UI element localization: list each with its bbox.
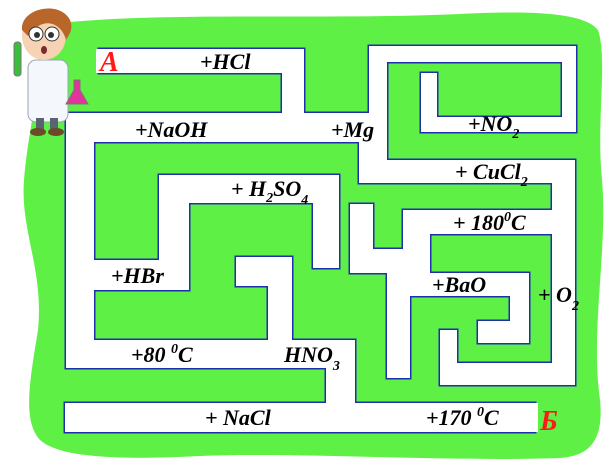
corridor bbox=[66, 113, 387, 142]
label-nacl: + NaCl bbox=[205, 405, 272, 430]
label-hno3: HNO3 bbox=[283, 342, 340, 374]
finish-opening bbox=[532, 403, 538, 432]
label-hcl: +HCl bbox=[200, 49, 251, 74]
corridor bbox=[369, 46, 576, 62]
label-hbr: +HBr bbox=[111, 263, 164, 288]
maze-paths bbox=[65, 46, 576, 432]
corridor bbox=[403, 210, 575, 234]
corridor bbox=[421, 117, 576, 132]
start-marker: A bbox=[98, 47, 119, 78]
label-o2: + O2 bbox=[538, 282, 579, 314]
label-180c: + 1800C bbox=[453, 210, 526, 235]
label-mg: +Mg bbox=[331, 117, 374, 142]
finish-marker: Б bbox=[539, 406, 558, 437]
corridor bbox=[387, 249, 410, 378]
label-170c: +170 0C bbox=[426, 405, 499, 430]
label-no2: +NO2 bbox=[468, 111, 519, 142]
label-h2so4: + H2SO4 bbox=[231, 176, 308, 208]
corridor bbox=[359, 160, 575, 183]
corridor bbox=[440, 363, 575, 385]
corridor bbox=[66, 340, 355, 368]
corridor bbox=[421, 73, 437, 132]
corridor bbox=[65, 403, 535, 432]
corridor bbox=[387, 273, 529, 296]
label-naoh: +NaOH bbox=[135, 117, 208, 142]
label-cucl2: + CuCl2 bbox=[455, 159, 528, 190]
corridor bbox=[562, 46, 576, 132]
corridor bbox=[478, 321, 529, 343]
corridor bbox=[552, 160, 575, 385]
start-opening bbox=[96, 49, 102, 73]
label-bao: +BaO bbox=[432, 272, 486, 297]
corridor bbox=[440, 330, 457, 385]
corridor bbox=[99, 49, 304, 73]
label-80c: +80 0C bbox=[131, 342, 193, 367]
corridor bbox=[66, 113, 94, 368]
scientist-boy-illustration bbox=[13, 8, 89, 136]
